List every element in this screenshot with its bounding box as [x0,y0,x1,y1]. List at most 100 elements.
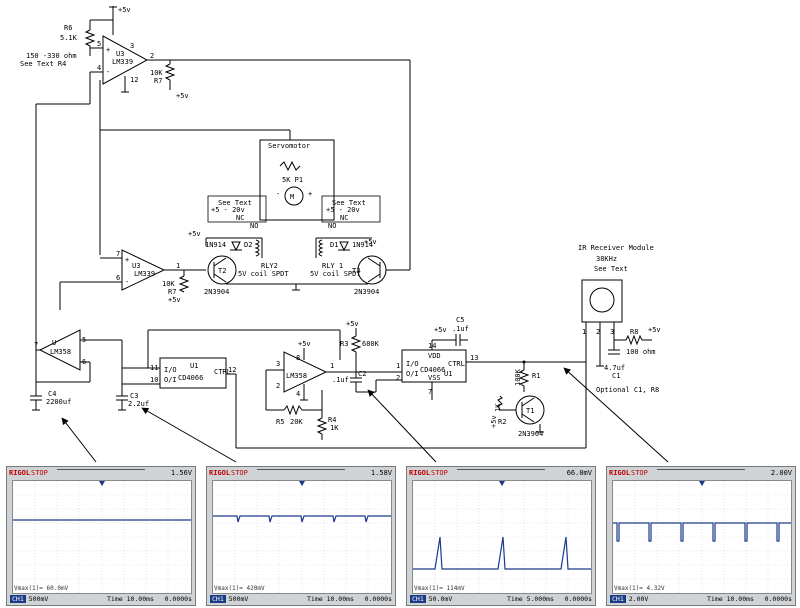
svg-text:2N3904: 2N3904 [354,288,379,296]
svg-text:1K: 1K [494,403,502,412]
svg-text:T2: T2 [218,267,226,275]
svg-text:+5v: +5v [188,230,201,238]
time-offset: 0.0000s [364,595,392,603]
scope-volts: 1.58V [370,469,392,477]
svg-text:R4: R4 [328,416,336,424]
svg-text:+: + [308,190,312,198]
svg-text:U1: U1 [190,362,198,370]
servomotor-block: Servomotor 5K P1 M - + [259,139,335,221]
svg-text:R6: R6 [64,24,72,32]
svg-text:RLY2: RLY2 [261,262,278,270]
resistor-r8: R8 100 ohm +5v [614,326,661,356]
scope-header: RIGOL STOP 1.58V [207,467,395,479]
svg-text:2N3904: 2N3904 [204,288,229,296]
scope-state: STOP [431,469,448,477]
svg-text:8: 8 [296,354,300,362]
svg-text:3: 3 [130,42,134,50]
resistor-r3: +5v R3 680K [340,320,380,372]
svg-text:4.7uf: 4.7uf [604,364,625,372]
svg-text:U: U [52,339,56,347]
scope-brand: RIGOL [9,469,31,477]
opamp-u2b: LM358 +5v 8 3 2 4 1 [265,340,356,411]
probe-arrow-1 [61,417,97,463]
opamp-u2a: U LM358 7 5 6 [34,329,122,382]
svg-text:1N914: 1N914 [205,241,226,249]
svg-text:See Text: See Text [594,265,628,273]
svg-text:I/O: I/O [164,366,177,374]
svg-text:VDD: VDD [428,352,441,360]
svg-text:12: 12 [228,366,236,374]
measurement-readout: Vmax(1)= 420mV [214,585,265,592]
channel-scale: 50.0mV [428,595,453,603]
timebase: Time 10.00ms [707,595,754,603]
scope-brand: RIGOL [409,469,431,477]
timebase: Time 10.00ms [307,595,354,603]
svg-text:2: 2 [150,52,154,60]
svg-text:4: 4 [97,64,101,72]
scope-brand: RIGOL [609,469,631,477]
waveform-trace [413,536,591,570]
svg-text:150 -330 ohm: 150 -330 ohm [26,52,77,60]
scope-screen [612,480,792,594]
switch-u1a: I/O O/I U1 CD4066 CTRL 11 10 12 [122,329,586,449]
svg-text:R3: R3 [340,340,348,348]
svg-text:See Text: See Text [218,199,252,207]
svg-text:+5v: +5v [364,238,377,246]
svg-text:-: - [276,190,280,198]
svg-text:U1: U1 [444,370,452,378]
svg-text:2.2uf: 2.2uf [128,400,149,408]
relay-rly2: +5v 1N914 D2 RLY2 5V coil SPDT [188,230,289,278]
svg-text:1K: 1K [330,424,339,432]
svg-text:CD4066: CD4066 [420,366,445,374]
transistor-t1: T1 2N3904 [515,395,545,438]
resistor-r2: 1K R2 +5v [490,395,516,428]
trigger-bar [57,469,145,477]
svg-text:+5 - 20v: +5 - 20v [211,206,245,214]
scope-brand: RIGOL [209,469,231,477]
relay-rly1: +5v D1 1N914 RLY 1 5V coil SPDT [310,237,377,278]
time-offset: 0.0000s [564,595,592,603]
svg-text:R1: R1 [532,372,540,380]
channel-badge: CH1 [410,595,426,603]
svg-text:T3: T3 [352,267,360,275]
svg-text:U3: U3 [116,50,124,58]
svg-text:R5: R5 [276,418,284,426]
svg-text:LM339: LM339 [112,58,133,66]
svg-text:+5v: +5v [176,92,189,100]
svg-text:100K: 100K [514,368,522,386]
svg-text:O/I: O/I [164,376,177,384]
svg-text:R7: R7 [154,77,162,85]
svg-text:38KHz: 38KHz [596,255,617,263]
comparator-u3a: U3 LM339 + - 5 4 3 2 12 [90,35,170,93]
svg-text:U3: U3 [132,262,140,270]
svg-text:100 ohm: 100 ohm [626,348,656,356]
svg-text:.1uf: .1uf [452,325,469,333]
svg-text:5V coil SPDT: 5V coil SPDT [310,270,361,278]
svg-text:NC: NC [340,214,348,222]
svg-text:20K: 20K [290,418,303,426]
channel-badge: CH1 [610,595,626,603]
probe-arrow-4 [563,367,669,463]
channel-badge: CH1 [10,595,26,603]
trigger-bar [657,469,745,477]
svg-text:7: 7 [428,388,432,396]
scope-screen [212,480,392,594]
scope-header: RIGOL STOP 66.0mV [407,467,595,479]
svg-text:10K: 10K [150,69,163,77]
resistor-r5: R5 20K [276,390,323,426]
svg-text:T1: T1 [526,407,534,415]
capacitor-c1: 4.7uf C1 Optional C1, R8 [596,340,659,394]
resistor-r7-bottom: 10K R7 +5v [162,270,190,304]
channel-scale: 500mV [228,595,249,603]
waveform-trace [613,522,791,542]
svg-text:CTRL: CTRL [448,360,465,368]
svg-text:4: 4 [296,390,300,398]
svg-text:2N3904: 2N3904 [518,430,543,438]
svg-text:D2: D2 [244,241,252,249]
scope-state: STOP [31,469,48,477]
svg-text:2: 2 [596,328,600,336]
svg-text:RLY 1: RLY 1 [322,262,343,270]
svg-text:CTRL: CTRL [214,368,231,376]
